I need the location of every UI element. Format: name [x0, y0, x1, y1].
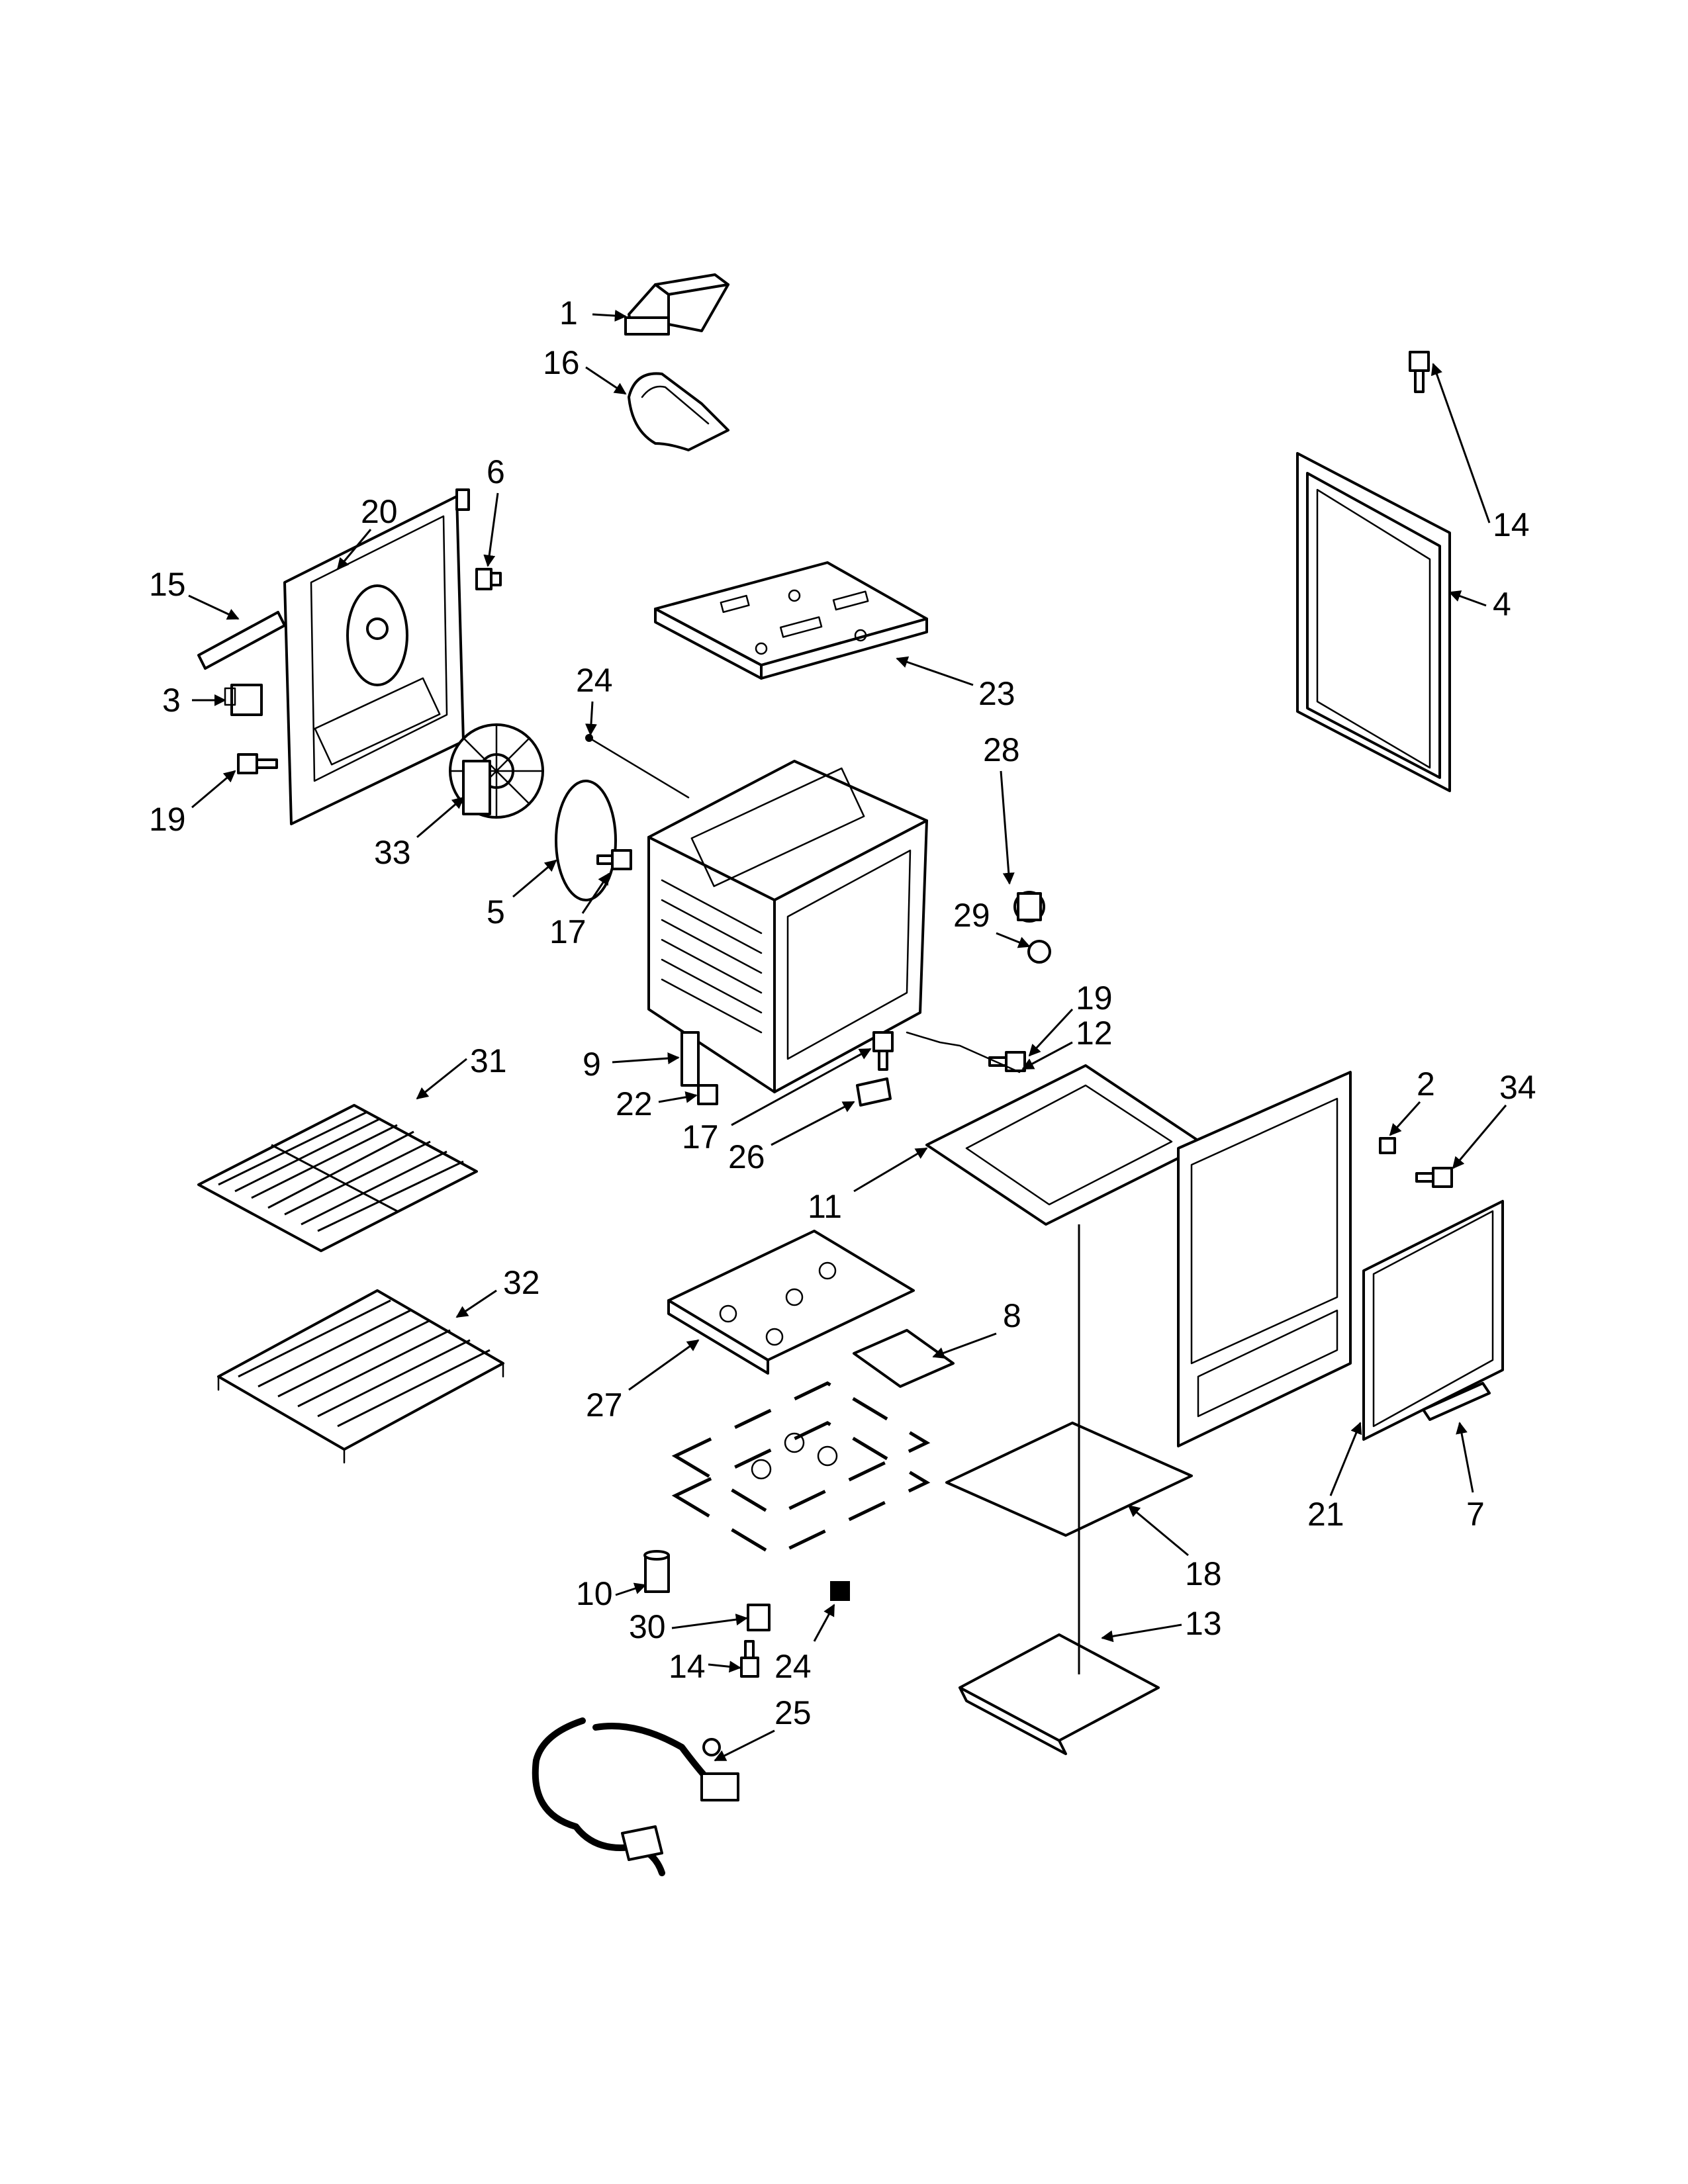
part-2-pin — [1379, 1137, 1396, 1154]
callout-label: 11 — [808, 1188, 842, 1225]
callout-label: 32 — [503, 1264, 540, 1301]
callout-label: 23 — [978, 675, 1015, 712]
part-4-door-frame — [1296, 452, 1451, 792]
callout-label: 6 — [487, 453, 505, 490]
callout-label: 3 — [162, 682, 181, 719]
callout-label: 16 — [543, 344, 580, 381]
callout-label: 27 — [586, 1387, 623, 1424]
part-16-vent-shield — [628, 372, 729, 451]
callout-label: 18 — [1185, 1555, 1222, 1592]
callout-label: 7 — [1466, 1496, 1485, 1533]
part-14-screw-lower — [740, 1640, 759, 1678]
callout-label: 17 — [682, 1118, 719, 1156]
callout-label: 1 — [559, 295, 578, 332]
part-27-bottom-plate — [667, 1230, 915, 1375]
part-18-insulation — [945, 1422, 1193, 1537]
part-23-top-plate — [654, 561, 928, 680]
callout-label: 22 — [616, 1085, 653, 1122]
part-14-screw — [1409, 351, 1430, 393]
part-15-strip — [197, 611, 286, 670]
callouts: 1 16 6 20 15 3 19 33 24 23 28 5 17 29 19… — [149, 295, 1536, 1762]
part-30-connector — [747, 1604, 771, 1631]
part-3-bracket — [224, 684, 263, 716]
callout-label: 25 — [774, 1694, 812, 1731]
part-32-roller-rack — [217, 1289, 504, 1464]
callout-label: 14 — [669, 1648, 706, 1685]
part-29-knob — [1027, 940, 1051, 964]
callout-label: 13 — [1185, 1605, 1222, 1642]
part-17-screw-upper — [596, 849, 632, 870]
callout-label: 30 — [629, 1608, 666, 1645]
callout-label: 14 — [1493, 506, 1530, 543]
callout-label: 9 — [583, 1046, 601, 1083]
callout-label: 4 — [1493, 586, 1511, 623]
part-9-bracket — [680, 1031, 700, 1087]
callout-label: 10 — [576, 1575, 613, 1612]
part-31-oven-rack — [197, 1104, 478, 1252]
part-24-wire — [585, 734, 690, 799]
part-25-power-cord — [532, 1717, 739, 1876]
callout-label: 28 — [983, 731, 1020, 768]
callout-label: 29 — [953, 897, 990, 934]
bake-element-frame — [671, 1381, 931, 1557]
callout-label: 12 — [1076, 1015, 1113, 1052]
part-24-clip — [830, 1581, 850, 1601]
callout-label: 24 — [774, 1648, 812, 1685]
callout-label: 26 — [728, 1138, 765, 1175]
callout-label: 5 — [487, 893, 505, 931]
part-8-element-bracket — [853, 1329, 955, 1388]
part-21-door-gasket — [1362, 1200, 1504, 1441]
part-20-rear-panel — [283, 488, 470, 825]
part-17-screw-lower — [872, 1031, 894, 1071]
door-panel — [1177, 1071, 1352, 1447]
callout-label: 19 — [1076, 979, 1113, 1017]
callout-label: 15 — [149, 566, 186, 603]
part-13-drawer-pan — [959, 1633, 1160, 1755]
callout-label: 19 — [149, 801, 186, 838]
callout-label: 34 — [1499, 1069, 1536, 1106]
part-11-door-inner — [925, 1064, 1206, 1226]
part-22-screw — [697, 1084, 718, 1105]
part-5-gasket — [555, 780, 617, 901]
part-34-screw — [1415, 1167, 1453, 1188]
part-28-selector — [1013, 891, 1045, 923]
part-1-vent-duct — [624, 273, 729, 336]
part-26-clip — [856, 1077, 892, 1107]
part-19-screw-left — [237, 753, 278, 774]
part-7-trim — [1422, 1382, 1491, 1421]
callout-label: 2 — [1417, 1066, 1435, 1103]
callout-label: 17 — [549, 913, 586, 950]
part-10-foot — [643, 1550, 670, 1593]
part-33-convection-fan — [449, 723, 544, 819]
callout-label: 21 — [1307, 1496, 1344, 1533]
callout-label: 31 — [470, 1042, 507, 1079]
callout-label: 20 — [361, 493, 398, 530]
callout-label: 33 — [374, 834, 411, 871]
callout-label: 24 — [576, 662, 613, 699]
part-6-fitting — [475, 568, 502, 590]
oven-cavity — [647, 760, 928, 1093]
callout-label: 8 — [1003, 1297, 1021, 1334]
part-12-wire — [906, 1031, 1021, 1073]
